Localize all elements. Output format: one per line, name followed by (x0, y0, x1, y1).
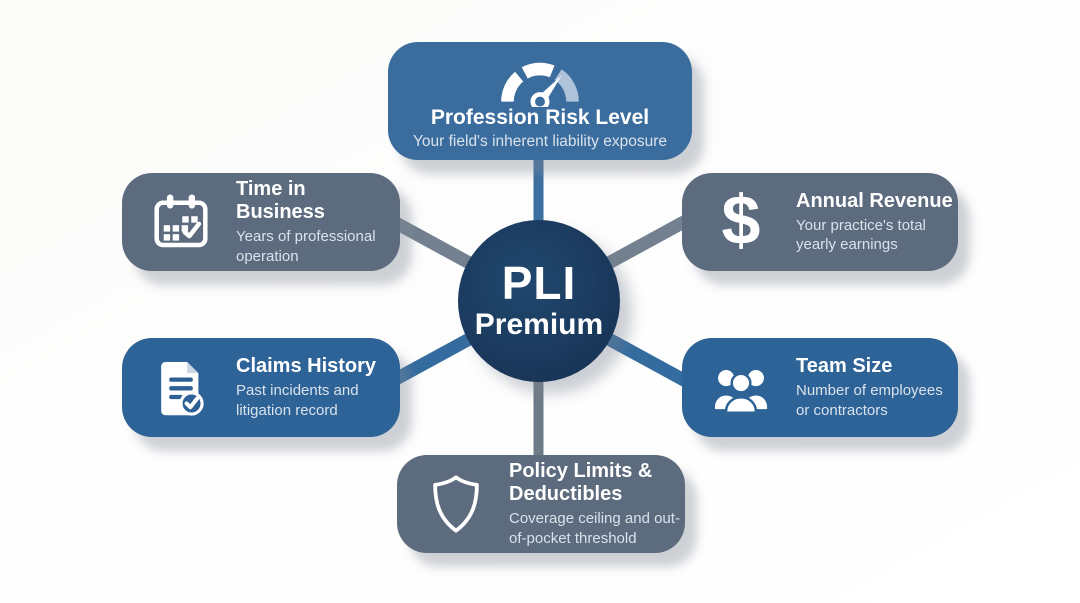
factor-title: Annual Revenue (796, 189, 953, 212)
factor-title: Team Size (796, 355, 893, 378)
factor-subtitle: Your field's inherent liability exposure (413, 133, 667, 151)
dollar-icon: $ (721, 181, 761, 259)
factor-title: Policy Limits & Deductibles (509, 460, 653, 506)
shield-icon (425, 472, 487, 536)
factor-card-annual-revenue: $ Annual Revenue Your practice's total y… (682, 173, 958, 271)
factor-card-profession-risk-level: Profession Risk Level Your field's inher… (388, 42, 692, 160)
people-icon (708, 357, 774, 419)
hub-circle: PLI Premium (458, 220, 620, 382)
factor-card-team-size: Team Size Number of employees or contrac… (682, 338, 958, 437)
factor-title: Profession Risk Level (430, 106, 650, 130)
factor-title: Time in Business (236, 178, 325, 224)
factor-card-time-in-business: Time in Business Years of professional o… (122, 173, 400, 271)
factor-subtitle: Past incidents and litigation record (236, 382, 359, 419)
hub-title: PLI (501, 256, 577, 309)
factor-title: Claims History (236, 355, 377, 378)
factor-subtitle: Your practice's total yearly earnings (796, 216, 926, 253)
factor-card-claims-history: Claims History Past incidents and litiga… (122, 338, 400, 437)
calendar-icon (148, 190, 214, 254)
factor-subtitle: Years of professional operation (236, 228, 376, 265)
factor-card-policy-limits-deductibles: Policy Limits & Deductibles Coverage cei… (397, 455, 685, 553)
factor-subtitle: Number of employees or contractors (796, 382, 943, 419)
hub-subtitle: Premium (474, 307, 604, 341)
gauge-icon (488, 54, 592, 108)
factor-subtitle: Coverage ceiling and out-of-pocket thres… (509, 510, 680, 547)
document-check-icon (148, 355, 214, 421)
